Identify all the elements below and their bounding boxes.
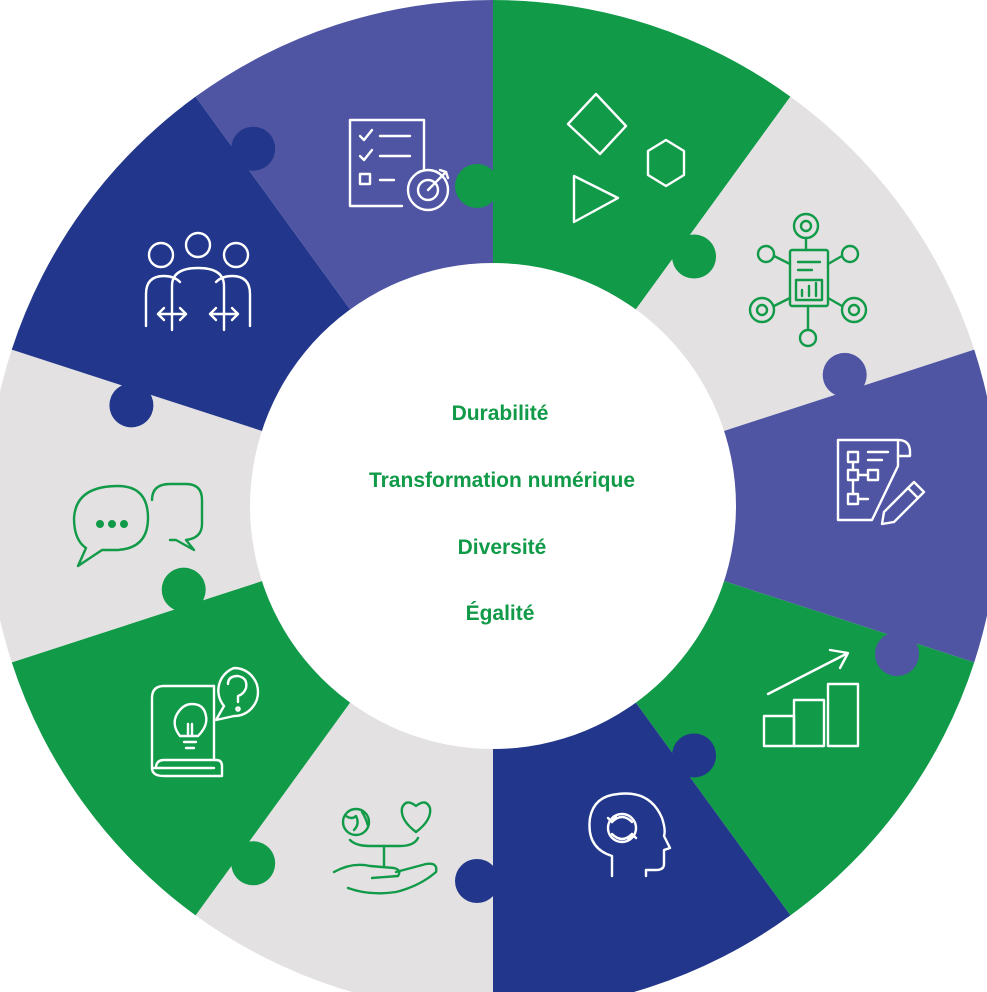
puzzle-knob-1 [672, 234, 717, 279]
puzzle-knob-10 [455, 164, 499, 208]
chat-bubbles-icon [72, 482, 204, 568]
puzzle-knob-9 [231, 126, 276, 171]
head-gear-icon [588, 792, 672, 878]
team-exchange-icon [144, 231, 252, 332]
center-circle [250, 263, 736, 749]
puzzle-knob-6 [231, 841, 276, 886]
label-transformation-numerique: Transformation numérique [369, 469, 635, 492]
network-dashboard-icon [748, 212, 868, 348]
label-egalite: Égalité [466, 602, 535, 625]
wheel-segment-7 [11, 580, 352, 916]
lightbulb-book-question-icon [150, 666, 260, 778]
hand-globe-heart-icon [332, 801, 438, 895]
puzzle-knob-7 [161, 567, 206, 612]
checklist-target-icon [348, 118, 450, 212]
wheel-segment-5 [493, 700, 791, 992]
wheel-segment-3 [721, 349, 987, 663]
puzzle-knob-3 [875, 632, 920, 677]
wheel-segment-9 [11, 96, 352, 432]
wheel-segment-1 [493, 0, 791, 312]
growth-bar-chart-icon [762, 648, 860, 748]
shapes-icon [566, 92, 686, 224]
puzzle-knob-4 [672, 733, 717, 778]
puzzle-knob-2 [822, 352, 867, 397]
center-labels: Durabilité Transformation numérique Dive… [369, 402, 635, 625]
wheel-segment-6 [195, 700, 493, 992]
wheel-segment-2 [634, 96, 975, 432]
label-durabilite: Durabilité [452, 402, 549, 425]
puzzle-knob-5 [455, 859, 499, 903]
label-diversite: Diversité [458, 536, 547, 559]
flowchart-document-pencil-icon [836, 438, 926, 526]
puzzle-knob-8 [109, 383, 154, 428]
puzzle-knobs [109, 126, 920, 903]
wheel-segment-10 [195, 0, 493, 312]
